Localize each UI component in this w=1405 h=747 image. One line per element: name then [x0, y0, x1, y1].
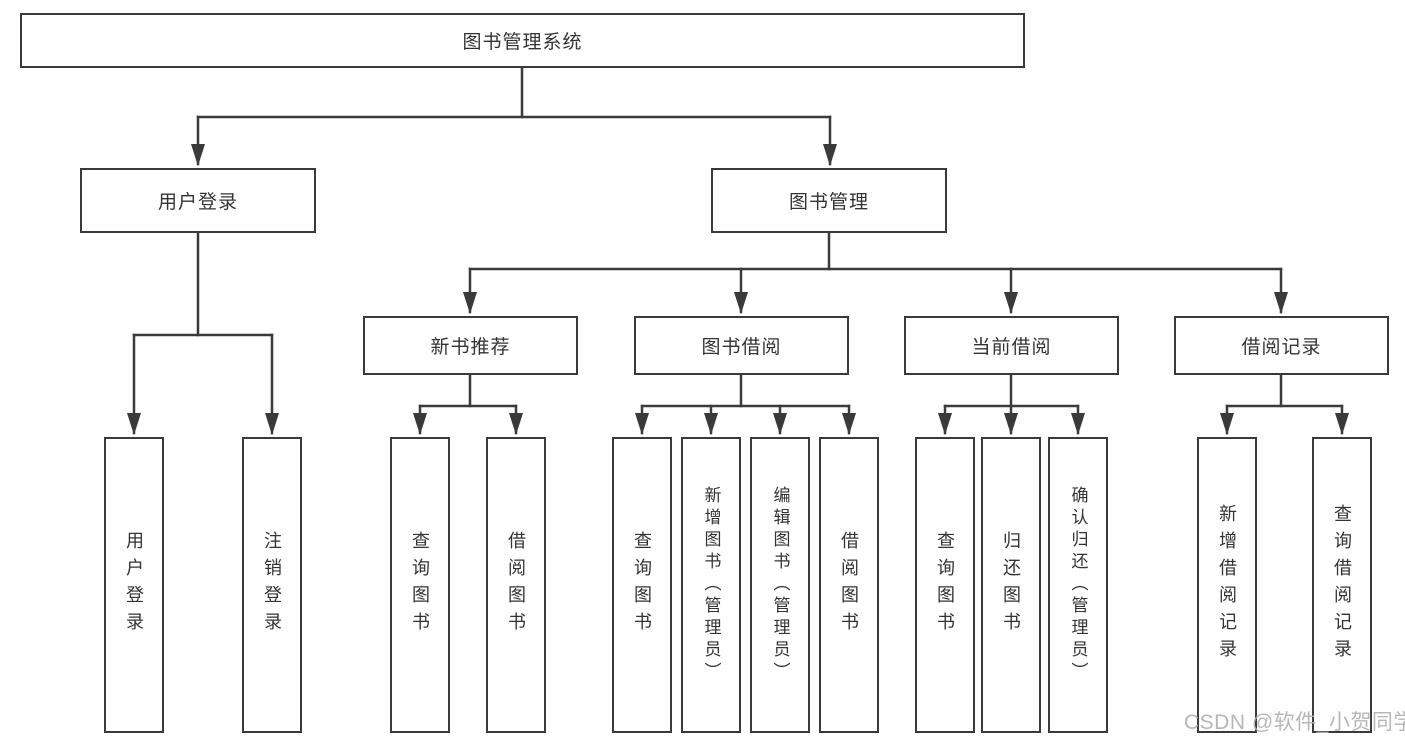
leaf-label: 确认归还（管理员）	[1068, 486, 1088, 684]
leaf-recommend-borrow-book: 借阅图书	[486, 437, 546, 733]
leaf-label: 查询图书	[410, 531, 430, 639]
leaf-add-book-admin: 新增图书（管理员）	[681, 437, 741, 733]
node-current-borrow: 当前借阅	[904, 316, 1119, 375]
node-library-management-system: 图书管理系统	[20, 13, 1025, 68]
csdn-watermark: CSDN @软件_小贺同学	[1184, 711, 1405, 734]
leaf-label: 新增图书（管理员）	[701, 486, 721, 684]
leaf-return-book: 归还图书	[981, 437, 1041, 733]
leaf-confirm-return-admin: 确认归还（管理员）	[1048, 437, 1108, 733]
leaf-label: 注销登录	[262, 531, 282, 639]
leaf-label: 新增借阅记录	[1217, 504, 1237, 666]
leaf-edit-book-admin: 编辑图书（管理员）	[750, 437, 810, 733]
leaf-recommend-query-book: 查询图书	[390, 437, 450, 733]
leaf-add-borrow-record: 新增借阅记录	[1197, 437, 1257, 733]
node-book-borrow: 图书借阅	[634, 316, 849, 375]
leaf-borrow-query-book: 查询图书	[612, 437, 672, 733]
node-label: 图书管理	[788, 192, 869, 213]
leaf-label: 借阅图书	[506, 531, 526, 639]
node-label: 当前借阅	[971, 337, 1052, 358]
node-new-book-recommend: 新书推荐	[363, 316, 578, 375]
node-user-login: 用户登录	[80, 168, 316, 233]
node-label: 图书管理系统	[462, 32, 583, 53]
node-book-management: 图书管理	[711, 168, 947, 233]
leaf-label: 查询图书	[632, 531, 652, 639]
leaf-query-borrow-record: 查询借阅记录	[1312, 437, 1372, 733]
leaf-label: 归还图书	[1001, 531, 1021, 639]
leaf-label: 用户登录	[124, 531, 144, 639]
leaf-label: 编辑图书（管理员）	[770, 486, 790, 684]
leaf-label: 查询图书	[935, 531, 955, 639]
leaf-current-query-book: 查询图书	[915, 437, 975, 733]
leaf-label: 查询借阅记录	[1332, 504, 1352, 666]
node-label: 新书推荐	[430, 337, 511, 358]
leaf-label: 借阅图书	[839, 531, 859, 639]
node-label: 借阅记录	[1241, 337, 1322, 358]
leaf-user-login: 用户登录	[104, 437, 164, 733]
node-label: 图书借阅	[701, 337, 782, 358]
leaf-borrow-book: 借阅图书	[819, 437, 879, 733]
node-label: 用户登录	[157, 192, 238, 213]
leaf-logout: 注销登录	[242, 437, 302, 733]
node-borrow-record: 借阅记录	[1174, 316, 1389, 375]
